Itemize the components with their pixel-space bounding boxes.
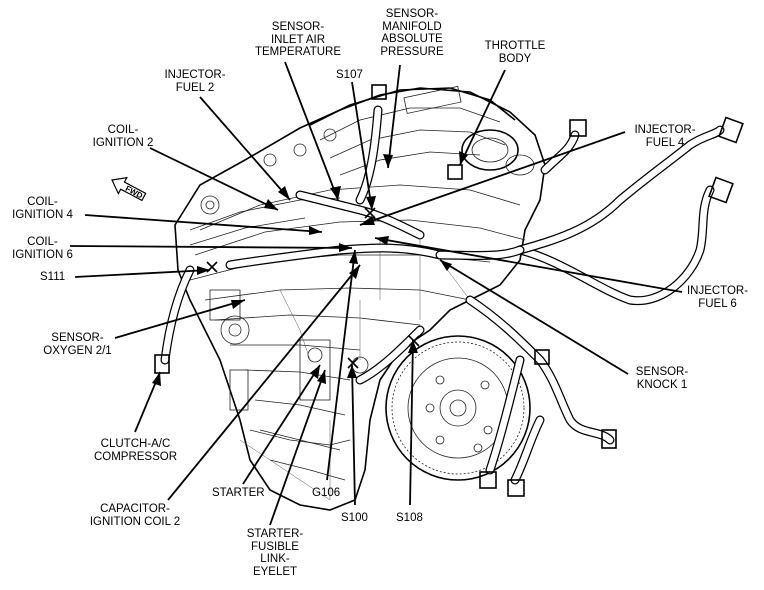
label-injector-fuel-6: INJECTOR- FUEL 6: [675, 285, 760, 310]
label-line: IGNITION COIL 2: [89, 515, 181, 528]
label-line: G106: [312, 487, 341, 499]
label-coil-ignition-2: COIL- IGNITION 2: [78, 124, 168, 149]
label-line: FUEL 2: [175, 81, 215, 94]
leader-throttle: [459, 69, 506, 166]
label-clutch-ac-compressor: CLUTCH-A/C COMPRESSOR: [83, 438, 188, 463]
fwd-arrow-icon: FWD: [111, 176, 147, 202]
label-starter-fusible-link-eyelet: STARTER- FUSIBLE LINK- EYELET: [235, 528, 315, 578]
label-sensor-oxygen: SENSOR- OXYGEN 2/1: [35, 332, 120, 357]
label-line: LINK-: [260, 553, 290, 565]
label-line: COIL-: [107, 124, 139, 136]
leader-inlet-air: [284, 61, 339, 201]
label-line: ABSOLUTE: [381, 33, 443, 45]
leader-knock: [439, 259, 629, 375]
leader-coil-2: [149, 147, 279, 211]
leader-starter: [242, 364, 321, 485]
arrowheads: [152, 151, 468, 386]
label-injector-fuel-2: INJECTOR- FUEL 2: [145, 69, 245, 94]
label-line: OXYGEN 2/1: [43, 344, 112, 357]
label-g106: G106: [312, 487, 352, 500]
label-line: S111: [40, 271, 66, 283]
label-line: INJECTOR-: [164, 69, 226, 81]
label-line: IGNITION 2: [92, 136, 154, 149]
leader-s107: [351, 81, 373, 211]
label-line: FUEL 6: [698, 297, 737, 310]
label-line: STARTER-: [246, 528, 304, 540]
label-s111: S111: [40, 271, 80, 284]
label-line: PRESSURE: [380, 45, 444, 58]
label-line: SENSOR-: [271, 21, 325, 33]
label-line: BODY: [498, 52, 532, 65]
label-s108: S108: [396, 512, 436, 525]
leader-s108: [409, 339, 414, 506]
label-line: SENSOR-: [51, 332, 104, 344]
label-line: TEMPERATURE: [254, 46, 342, 58]
leader-injector-6: [374, 237, 683, 293]
leader-oxygen: [114, 299, 246, 339]
label-line: INJECTOR-: [634, 124, 696, 136]
label-line: CAPACITOR-: [100, 503, 170, 515]
engine-block-outline: [174, 85, 546, 511]
label-s100: S100: [341, 512, 381, 525]
label-line: SENSOR-: [385, 8, 439, 20]
label-injector-fuel-4: INJECTOR- FUEL 4: [625, 124, 705, 149]
leader-injector-4: [359, 131, 626, 226]
label-line: COIL-: [27, 196, 58, 208]
label-sensor-inlet-air-temperature: SENSOR- INLET AIR TEMPERATURE: [248, 21, 348, 59]
label-line: FUEL 4: [645, 136, 685, 149]
leader-s111: [74, 269, 211, 278]
label-line: STARTER: [212, 487, 265, 499]
leader-g106: [326, 249, 356, 481]
label-line: S108: [396, 512, 423, 524]
leader-fusible: [269, 369, 326, 526]
label-capacitor-ignition-coil-2: CAPACITOR- IGNITION COIL 2: [80, 503, 190, 528]
label-line: S107: [336, 69, 363, 81]
label-line: COMPRESSOR: [93, 450, 178, 463]
label-line: INLET AIR: [270, 33, 326, 46]
label-coil-ignition-4: COIL- IGNITION 4: [0, 196, 85, 221]
label-line: CLUTCH-A/C: [100, 438, 171, 450]
leader-injector-2: [199, 96, 291, 201]
label-line: THROTTLE: [484, 40, 546, 52]
leader-capacitor: [167, 264, 361, 501]
leader-lines: [69, 61, 683, 526]
label-line: S100: [341, 512, 368, 524]
leader-coil-4: [84, 214, 323, 233]
label-line: EYELET: [252, 565, 298, 578]
label-sensor-knock: SENSOR- KNOCK 1: [622, 366, 702, 391]
label-starter: STARTER: [212, 487, 282, 500]
leader-s100: [351, 364, 356, 506]
label-throttle-body: THROTTLE BODY: [475, 40, 555, 65]
label-s107: S107: [336, 69, 376, 82]
leader-map: [387, 64, 401, 169]
label-line: IGNITION 4: [12, 208, 73, 221]
label-line: COIL-: [27, 236, 58, 248]
label-sensor-manifold-absolute-pressure: SENSOR- MANIFOLD ABSOLUTE PRESSURE: [362, 8, 462, 58]
flywheel: [385, 335, 531, 481]
leader-coil-6: [69, 245, 353, 249]
label-line: MANIFOLD: [382, 20, 442, 33]
label-coil-ignition-6: COIL- IGNITION 6: [0, 236, 85, 261]
label-line: IGNITION 6: [12, 248, 73, 261]
label-line: KNOCK 1: [636, 378, 688, 391]
label-line: FUSIBLE: [251, 540, 299, 553]
label-line: SENSOR-: [635, 366, 689, 378]
label-line: INJECTOR-: [686, 285, 749, 297]
